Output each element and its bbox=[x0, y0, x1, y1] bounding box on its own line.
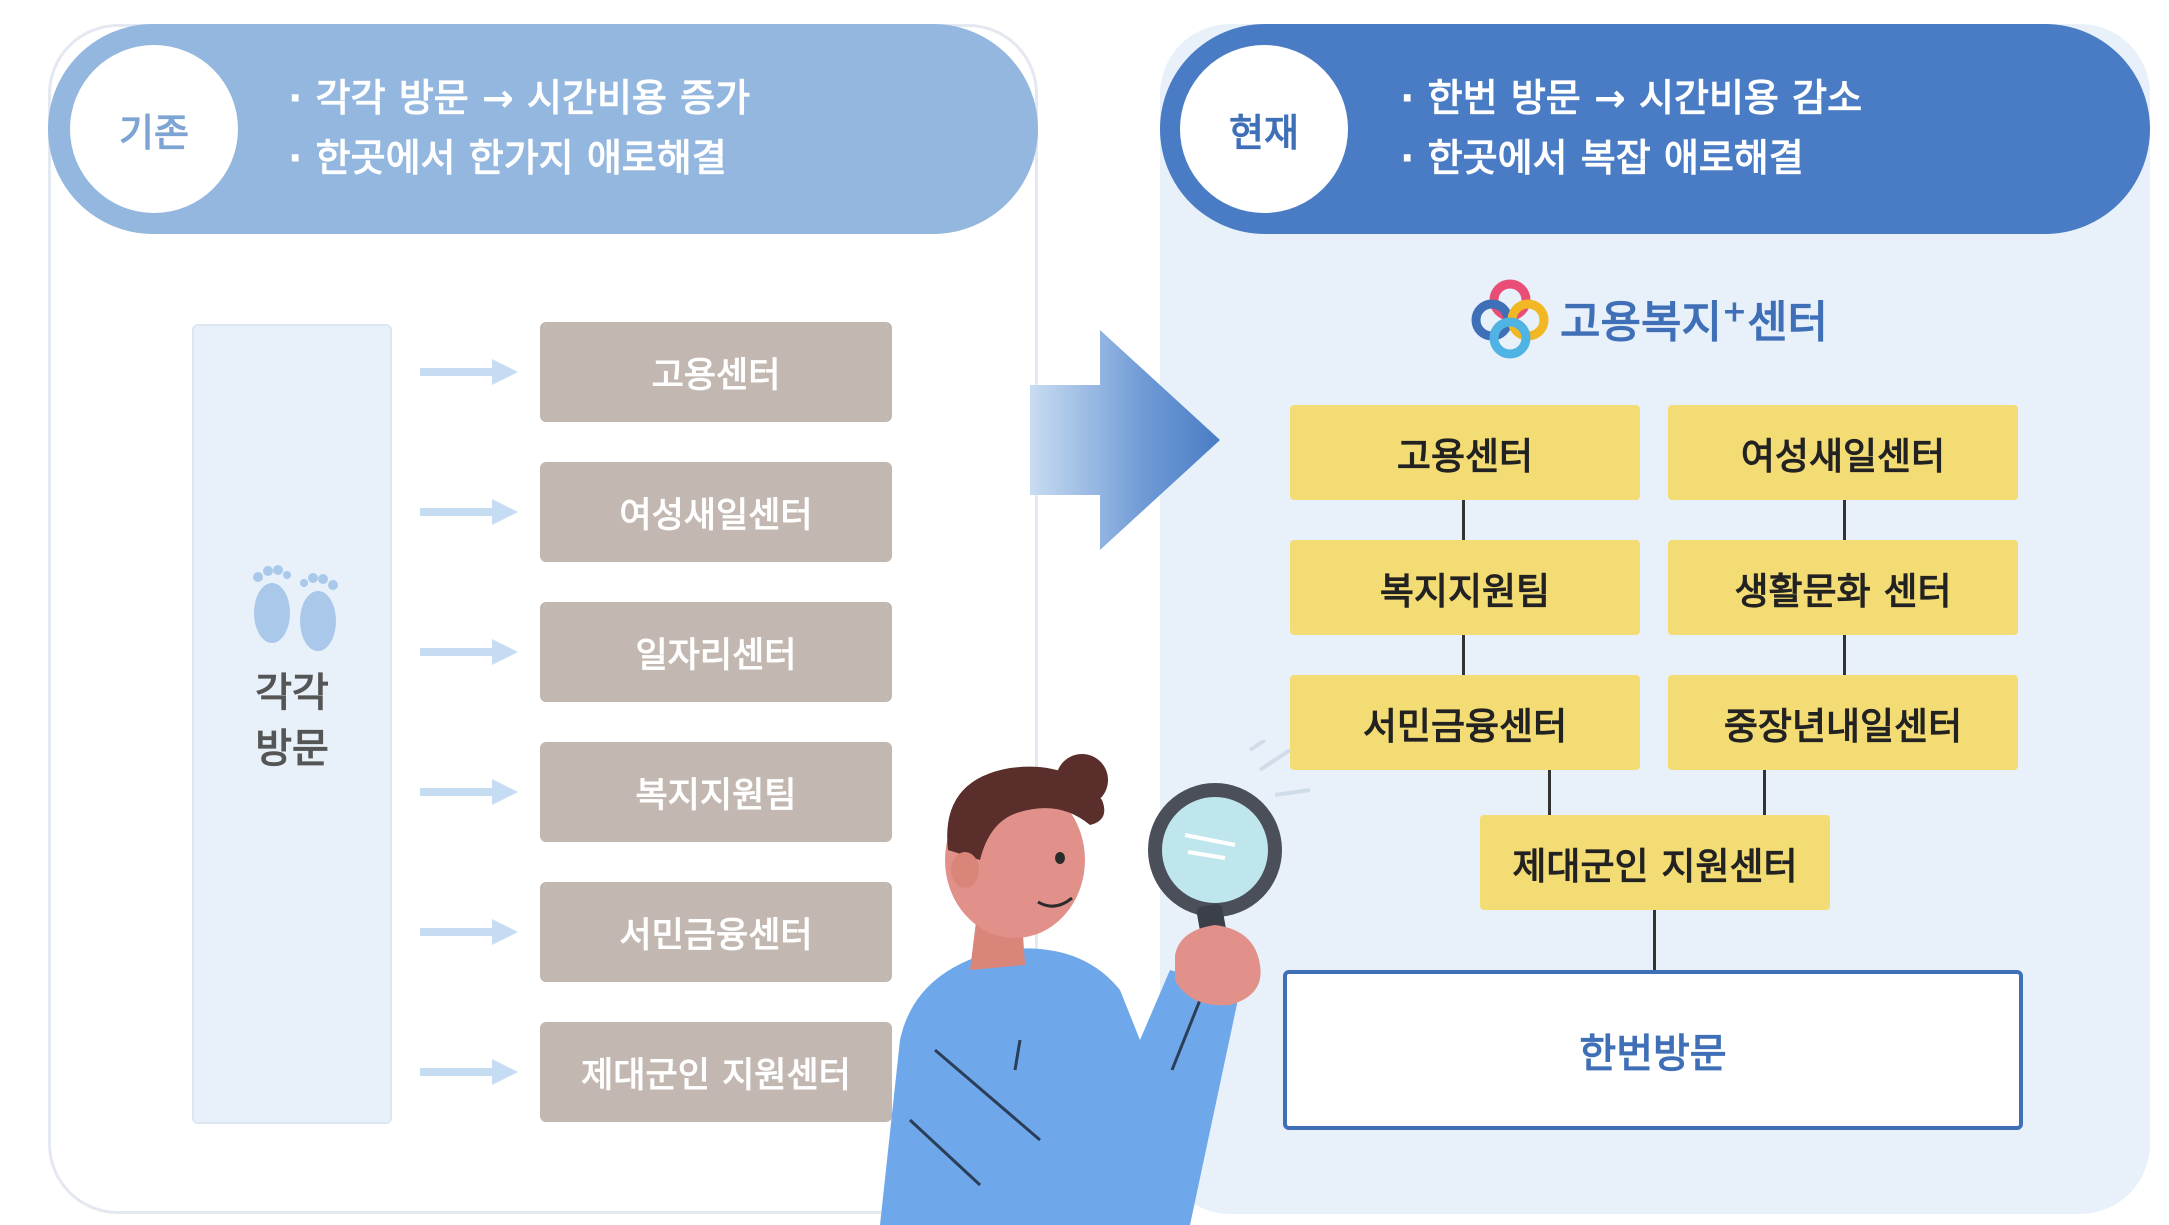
one-visit-box: 한번방문 bbox=[1283, 970, 2023, 1130]
old-center-box: 여성새일센터 bbox=[540, 462, 892, 562]
logo-tail: 센터 bbox=[1747, 297, 1829, 348]
connector-line bbox=[1653, 910, 1656, 972]
old-center-box: 복지지원팀 bbox=[540, 742, 892, 842]
footprints-icon bbox=[253, 565, 338, 651]
new-center-box-veterans: 제대군인 지원센터 bbox=[1480, 815, 1830, 910]
arrow-right-icon bbox=[420, 919, 518, 945]
after-bullet: 한번 방문 → 시간비용 감소 bbox=[1400, 68, 1862, 128]
connector-line bbox=[1843, 635, 1846, 675]
new-center-box: 여성새일센터 bbox=[1668, 405, 2018, 500]
transition-arrow-icon bbox=[1030, 330, 1220, 550]
arrow-right-icon bbox=[420, 499, 518, 525]
each-visit-label-line1: 각각 bbox=[255, 670, 329, 716]
connector-line bbox=[1462, 500, 1465, 540]
after-bullet: 한곳에서 복잡 애로해결 bbox=[1400, 128, 1862, 188]
new-center-box: 복지지원팀 bbox=[1290, 540, 1640, 635]
arrow-right-icon bbox=[420, 1059, 518, 1085]
logo-title: 고용복지+센터 bbox=[1560, 286, 1828, 350]
new-center-box: 서민금융센터 bbox=[1290, 675, 1640, 770]
old-center-box: 고용센터 bbox=[540, 322, 892, 422]
new-center-box: 중장년내일센터 bbox=[1668, 675, 2018, 770]
each-visit-label-line2: 방문 bbox=[255, 726, 329, 772]
after-badge: 현재 bbox=[1180, 45, 1348, 213]
each-visit-box bbox=[192, 324, 392, 1124]
connector-line bbox=[1763, 770, 1766, 815]
logo-main: 고용복지 bbox=[1560, 297, 1722, 348]
connector-line bbox=[1843, 500, 1846, 540]
new-center-box: 생활문화 센터 bbox=[1668, 540, 2018, 635]
after-bullets: 한번 방문 → 시간비용 감소 한곳에서 복잡 애로해결 bbox=[1400, 68, 1862, 188]
new-center-box: 고용센터 bbox=[1290, 405, 1640, 500]
old-center-box: 서민금융센터 bbox=[540, 882, 892, 982]
arrow-right-icon bbox=[420, 359, 518, 385]
before-bullets: 각각 방문 → 시간비용 증가 한곳에서 한가지 애로해결 bbox=[288, 68, 750, 188]
before-bullet: 한곳에서 한가지 애로해결 bbox=[288, 128, 750, 188]
connector-line bbox=[1462, 635, 1465, 675]
logo-sup: + bbox=[1721, 294, 1748, 330]
before-badge: 기존 bbox=[70, 45, 238, 213]
old-center-box: 일자리센터 bbox=[540, 602, 892, 702]
arrow-right-icon bbox=[420, 779, 518, 805]
connector-line bbox=[1548, 770, 1551, 815]
person-with-magnifier-illustration bbox=[880, 740, 1311, 1225]
each-visit-label: 각각 방문 bbox=[192, 665, 392, 777]
before-bullet: 각각 방문 → 시간비용 증가 bbox=[288, 68, 750, 128]
employment-welfare-logo-icon bbox=[1471, 279, 1549, 359]
old-center-box: 제대군인 지원센터 bbox=[540, 1022, 892, 1122]
arrow-right-icon bbox=[420, 639, 518, 665]
